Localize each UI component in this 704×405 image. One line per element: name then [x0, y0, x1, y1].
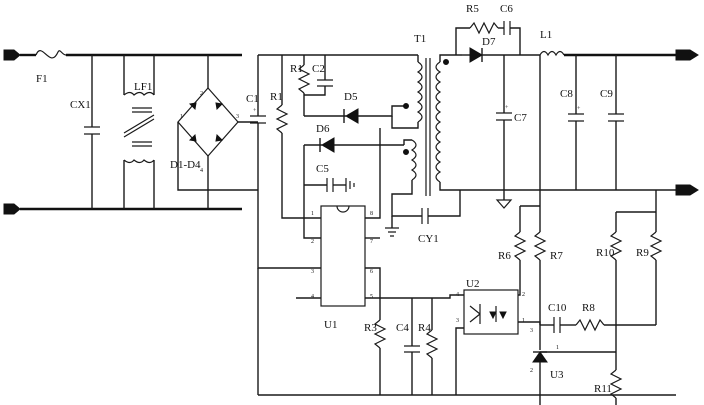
resistor-r1 [275, 55, 315, 219]
r10-label: R10 [596, 247, 615, 259]
r9-label: R9 [636, 247, 649, 259]
diode-d6 [303, 137, 404, 185]
transformer-t1 [391, 55, 449, 212]
cy1-label: CY1 [418, 233, 439, 245]
diode-d5 [304, 105, 408, 124]
resistor-r10 [609, 212, 623, 370]
u2-label: U2 [466, 278, 479, 290]
resistor-r1b [297, 55, 311, 116]
snubber-r5-c6 [455, 21, 521, 55]
l1-label: L1 [540, 29, 552, 41]
resistor-r7 [533, 55, 547, 325]
f1-label: F1 [36, 73, 48, 85]
svg-text:1: 1 [556, 345, 559, 351]
capacitor-c9 [608, 55, 624, 190]
svg-text:3: 3 [236, 114, 239, 120]
c9-label: C9 [600, 88, 613, 100]
svg-text:5: 5 [370, 294, 373, 300]
svg-text:7: 7 [370, 239, 373, 245]
r3-label: R3 [364, 322, 377, 334]
u1-label: U1 [324, 319, 337, 331]
t1-label: T1 [414, 33, 426, 45]
svg-text:6: 6 [370, 269, 373, 275]
diode-d7 [462, 47, 540, 63]
d7-label: D7 [482, 36, 496, 48]
c2-label: C2 [312, 63, 325, 75]
r7-label: R7 [550, 250, 563, 262]
resistor-r11 [609, 369, 623, 405]
svg-text:8: 8 [370, 211, 373, 217]
cx1-label: CX1 [70, 99, 91, 111]
c7-label: C7 [514, 112, 527, 124]
u3-label: U3 [550, 369, 564, 381]
resistor-r9 [649, 190, 663, 325]
regulator-u3: 3 1 2 [518, 321, 616, 395]
svg-text:3: 3 [456, 318, 459, 324]
capacitor-c5 [303, 178, 355, 239]
r1-label: R1 [270, 91, 283, 103]
c8-label: C8 [560, 88, 573, 100]
input-terminal-bottom [3, 203, 21, 215]
r11-label: R11 [594, 383, 612, 395]
svg-text:1: 1 [311, 211, 314, 217]
svg-text:3: 3 [530, 328, 533, 334]
resistor-r6 [513, 206, 527, 296]
bridge-rectifier-d1-d4: 2 3 1 4 [177, 55, 258, 209]
ic-u1: 1 2 3 4 5 6 7 8 [311, 205, 373, 307]
d5-label: D5 [344, 91, 358, 103]
svg-text:+: + [253, 108, 257, 114]
svg-text:+: + [577, 106, 581, 112]
output-terminal-negative [675, 184, 699, 196]
svg-text:1: 1 [180, 114, 183, 120]
capacitor-c8: + [568, 55, 584, 190]
svg-text:2: 2 [530, 368, 533, 374]
svg-text:1: 1 [522, 318, 525, 324]
c10-label: C10 [548, 302, 567, 314]
resistor-r4 [425, 298, 439, 395]
lf1-label: LF1 [134, 81, 152, 93]
r6-label: R6 [498, 250, 511, 262]
svg-text:2: 2 [311, 239, 314, 245]
optocoupler-u2: 4 3 2 1 [456, 289, 525, 335]
r5-label: R5 [466, 3, 479, 15]
capacitor-c2 [304, 55, 333, 96]
svg-text:4: 4 [311, 294, 314, 300]
resistor-r3 [373, 319, 387, 395]
d6-label: D6 [316, 123, 330, 135]
capacitor-cy1 [385, 190, 461, 237]
d1-d4-label: D1-D4 [170, 159, 201, 171]
r8-label: R8 [582, 302, 595, 314]
svg-text:2: 2 [200, 91, 203, 97]
capacitor-c4 [404, 298, 420, 395]
fuse-f1 [35, 50, 67, 59]
svg-text:4: 4 [200, 168, 203, 174]
capacitor-c1: + [250, 55, 266, 190]
c6-label: C6 [500, 3, 513, 15]
svg-text:+: + [505, 105, 509, 111]
r1b-label: R1 [290, 63, 303, 75]
output-terminal-positive [675, 49, 699, 61]
svg-text:4: 4 [456, 292, 459, 298]
inductor-l1 [539, 50, 676, 57]
c5-label: C5 [316, 163, 329, 175]
c1-label: C1 [246, 93, 259, 105]
r4-label: R4 [418, 322, 431, 334]
svg-text:3: 3 [311, 269, 314, 275]
input-terminal-top [3, 49, 21, 61]
capacitor-c7: + [495, 55, 513, 209]
capacitor-cx1 [84, 55, 100, 209]
c4-label: C4 [396, 322, 409, 334]
choke-lf1 [123, 55, 155, 209]
svg-text:2: 2 [522, 292, 525, 298]
capacitor-c10 [540, 317, 576, 333]
resistor-r8 [575, 318, 656, 332]
